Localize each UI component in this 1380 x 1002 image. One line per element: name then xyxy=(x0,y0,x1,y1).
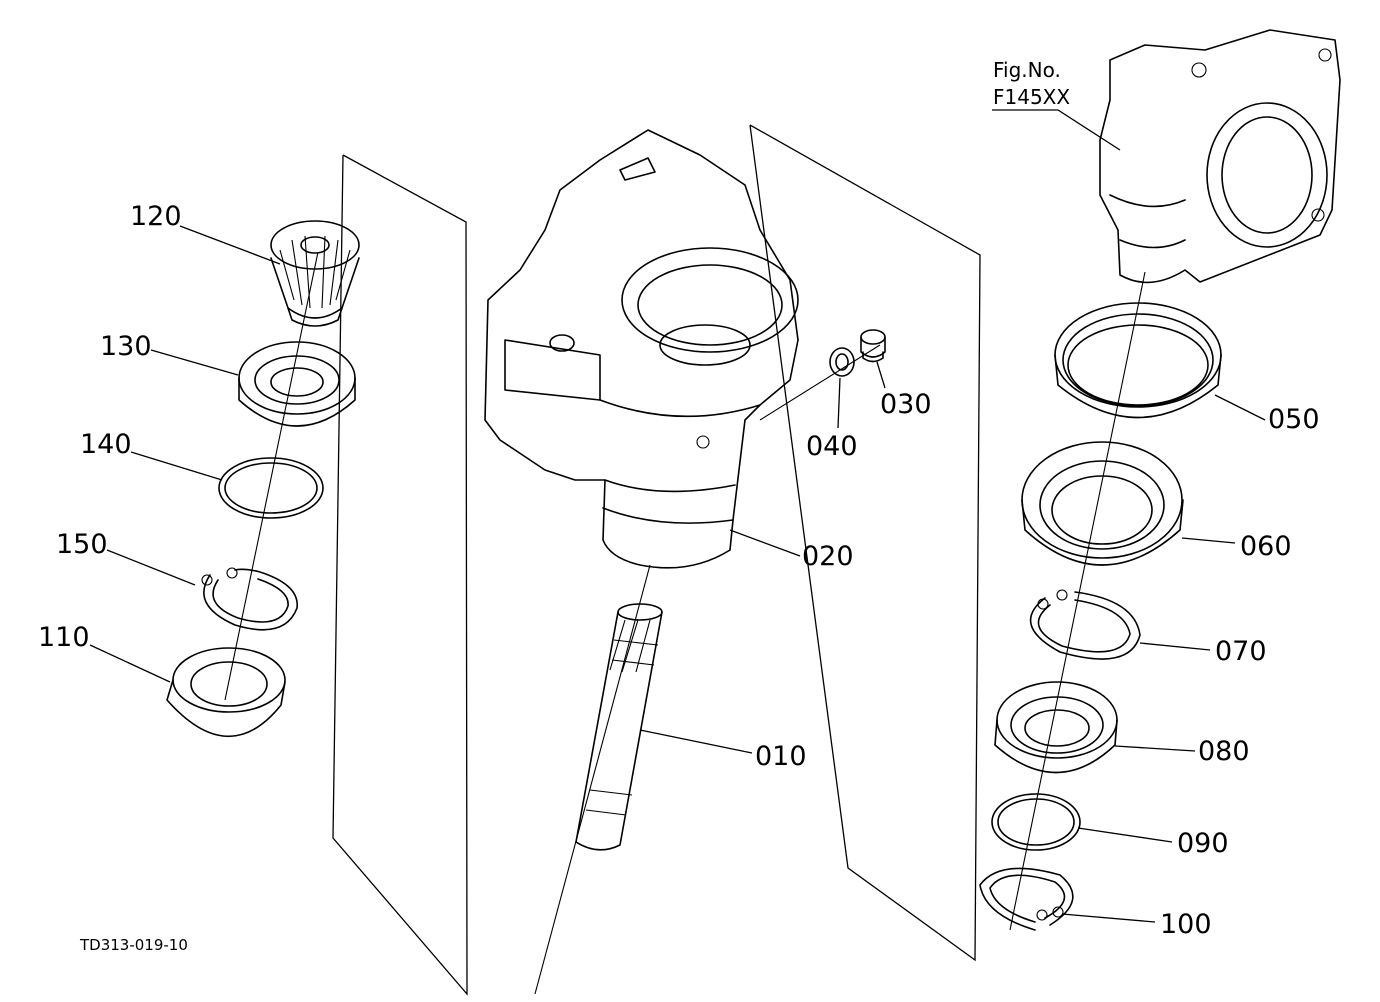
shim-ring-090 xyxy=(991,793,1081,851)
callout-110: 110 xyxy=(38,622,90,653)
snap-ring-100 xyxy=(979,867,1074,931)
ball-bearing-080 xyxy=(994,681,1118,774)
leader-lines xyxy=(89,225,1266,923)
left-stack-axis xyxy=(224,251,319,701)
callout-070: 070 xyxy=(1215,636,1267,667)
callout-010: 010 xyxy=(755,741,807,772)
plug-030 xyxy=(860,329,886,363)
ball-bearing-060 xyxy=(1021,441,1184,566)
spline-shaft-010 xyxy=(575,603,663,851)
callout-030: 030 xyxy=(880,389,932,420)
callout-040: 040 xyxy=(806,431,858,462)
assembly-frame-right xyxy=(749,124,981,962)
center-axis xyxy=(534,564,651,995)
callout-150: 150 xyxy=(56,529,108,560)
callout-120: 120 xyxy=(130,201,182,232)
ball-bearing-130 xyxy=(238,341,356,427)
washer-040 xyxy=(829,347,855,377)
assembly-frame-left xyxy=(332,154,468,996)
snap-ring-150 xyxy=(201,567,298,631)
drawing-code: TD313-019-10 xyxy=(79,936,188,954)
bevel-gear-120 xyxy=(270,220,360,327)
oil-seal-110 xyxy=(166,647,286,738)
callout-100: 100 xyxy=(1160,909,1212,940)
seal-ring-050 xyxy=(1054,302,1222,419)
callout-090: 090 xyxy=(1177,828,1229,859)
fig-number-label: Fig.No. xyxy=(993,58,1061,82)
plug-axis xyxy=(759,344,881,421)
right-stack-axis xyxy=(1009,271,1146,931)
callout-130: 130 xyxy=(100,331,152,362)
shim-ring-140 xyxy=(218,457,324,519)
callout-020: 020 xyxy=(802,541,854,572)
upper-housing-f145xx xyxy=(1099,29,1341,284)
callout-050: 050 xyxy=(1268,404,1320,435)
snap-ring-070 xyxy=(1029,589,1141,660)
callout-060: 060 xyxy=(1240,531,1292,562)
fig-label-leader xyxy=(992,109,1121,151)
callout-080: 080 xyxy=(1198,736,1250,767)
gear-housing-020 xyxy=(484,129,799,569)
fig-number-value: F145XX xyxy=(993,85,1070,109)
callout-140: 140 xyxy=(80,429,132,460)
